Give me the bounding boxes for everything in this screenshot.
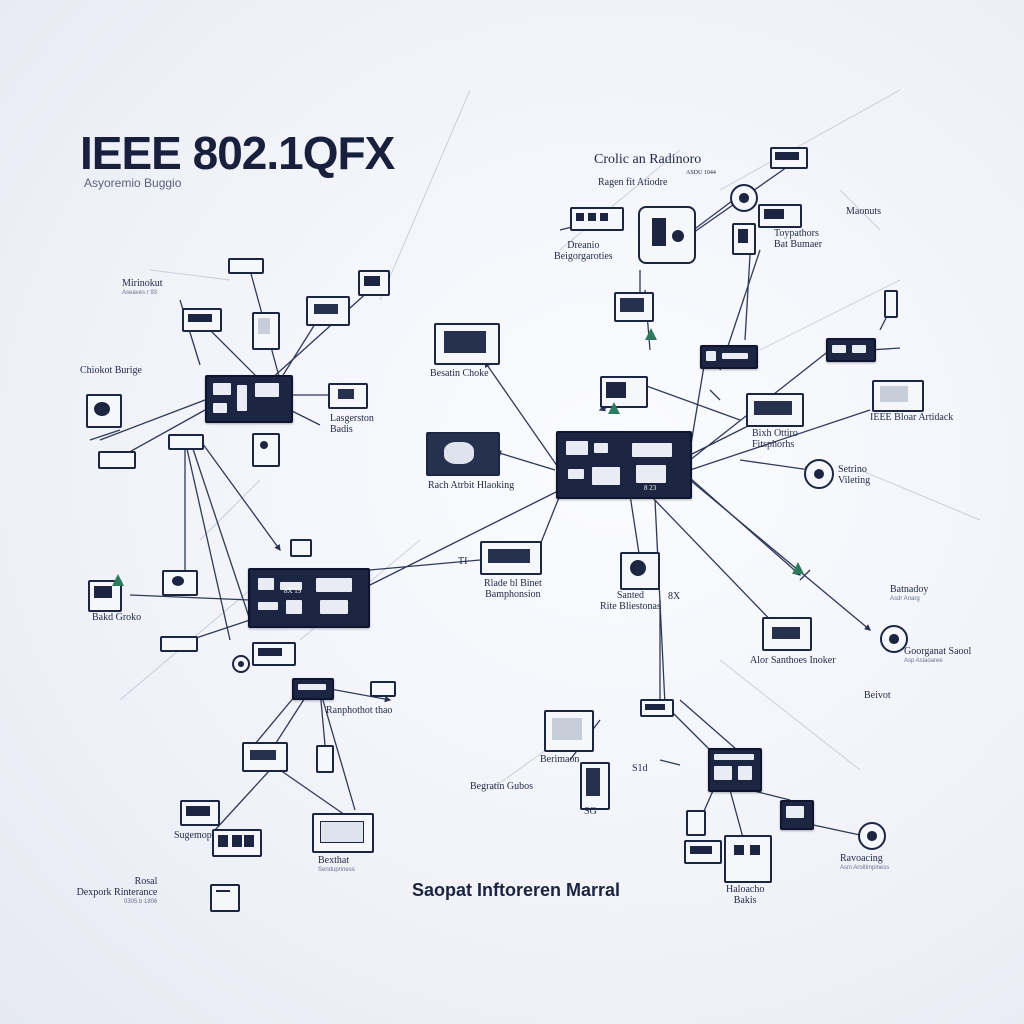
- switch-right-top[interactable]: [700, 345, 758, 369]
- router-berimaon[interactable]: [640, 699, 674, 717]
- phone-sugemop[interactable]: [580, 762, 610, 810]
- tower-bottom-left[interactable]: [316, 745, 334, 773]
- label-bakd-icon: 8X: [668, 591, 681, 602]
- label-sg: SG: [584, 806, 597, 817]
- switch-left-number: 8X 19: [284, 587, 302, 595]
- monitor-top-left[interactable]: [358, 270, 390, 296]
- camera-goorganat[interactable]: [880, 625, 908, 653]
- switch-far-right[interactable]: [826, 338, 876, 362]
- switch-rack-bottom-right[interactable]: [708, 748, 762, 792]
- router-lasgerston[interactable]: [328, 383, 368, 409]
- camera-setrino[interactable]: [804, 459, 834, 489]
- label-chiokot: Chiokot Burige: [80, 365, 142, 376]
- keyboard-bottom-right[interactable]: [684, 840, 722, 864]
- terminal-mirinokut[interactable]: [182, 308, 222, 332]
- switch-top-left-small[interactable]: [228, 258, 264, 274]
- monitor-ranphot[interactable]: [544, 710, 594, 752]
- router-alor[interactable]: [762, 617, 812, 651]
- plant-icon: [645, 328, 657, 340]
- core-switch-center[interactable]: [556, 431, 692, 499]
- label-ieee-board: IEEE Bloar Artidack: [870, 412, 954, 423]
- monitor-besatin[interactable]: [434, 323, 500, 365]
- laptop-top-mid[interactable]: [614, 292, 654, 322]
- label-ragen: Ragen fit Atiodre: [598, 177, 668, 188]
- icon-device-left[interactable]: [252, 433, 280, 467]
- plant-icon: [112, 574, 124, 586]
- router-rlade[interactable]: [480, 541, 542, 575]
- router-bottom-left[interactable]: [242, 742, 288, 772]
- device-crolic-top[interactable]: [638, 206, 696, 264]
- label-alor: Alor Santhoes Inoker: [750, 655, 836, 666]
- monitor-ieee-board[interactable]: [872, 380, 924, 412]
- plant-icon: [792, 562, 804, 574]
- router-center-left[interactable]: [168, 434, 204, 450]
- hub-number-label: 8 23: [644, 484, 657, 492]
- label-bakd: Bakd Groko: [92, 612, 142, 623]
- switch-left-mid[interactable]: [248, 568, 370, 628]
- device-chiokot-below[interactable]: [98, 451, 136, 469]
- switch-bottom-mid[interactable]: [292, 678, 334, 700]
- tablet-haloacho[interactable]: [724, 835, 772, 883]
- phone-far-right[interactable]: [884, 290, 898, 318]
- device-bakd[interactable]: [88, 580, 122, 612]
- label-dexpork: Rosal Dexpork Rinterance 0305 b 1806: [76, 876, 158, 905]
- camera-ravoacing[interactable]: [858, 822, 886, 850]
- display-rach[interactable]: [426, 432, 500, 476]
- label-beivot: Beivot: [864, 690, 891, 701]
- panel-toypath-left[interactable]: [732, 223, 756, 255]
- switch-top-left[interactable]: [205, 375, 293, 423]
- modem-bottom-left[interactable]: [370, 681, 396, 697]
- label-rach: Rach Atrbit Hlaoking: [428, 480, 515, 491]
- keyboard-left[interactable]: [160, 636, 198, 652]
- router-left-lower[interactable]: [252, 642, 296, 666]
- label-besatin: Besatin Choke: [430, 368, 489, 379]
- switch-right-small[interactable]: [780, 800, 814, 830]
- switch-rosal[interactable]: [212, 829, 262, 857]
- device-bakd-right[interactable]: [162, 570, 198, 596]
- label-ranphot: Ranphothot thao: [326, 705, 393, 716]
- camera-top-right[interactable]: [730, 184, 758, 212]
- label-ti: TI: [458, 556, 468, 567]
- tower-mirinokut[interactable]: [252, 312, 280, 350]
- device-santed[interactable]: [620, 552, 660, 590]
- label-begratin: Begratin Gubos: [470, 781, 534, 792]
- label-crolic: Crolic an Radinoro: [594, 152, 702, 167]
- frame-dexpork[interactable]: [210, 884, 240, 912]
- terminal-top-right[interactable]: [770, 147, 808, 169]
- monitor-bexthat[interactable]: [312, 813, 374, 853]
- screen-bixh[interactable]: [746, 393, 804, 427]
- label-crolic-sub: ASDU 1044: [686, 170, 716, 176]
- device-sid[interactable]: [290, 539, 312, 557]
- label-berimaon: Berimaon: [540, 754, 580, 765]
- display-toypath[interactable]: [758, 204, 802, 228]
- diagram-caption: Saopat Inftoreren Marral: [412, 880, 621, 900]
- label-maonuts: Maonuts: [846, 206, 881, 217]
- switch-drean[interactable]: [570, 207, 624, 231]
- camera-left-lower[interactable]: [232, 655, 250, 673]
- router-top-left-mid[interactable]: [306, 296, 350, 326]
- plant-icon: [608, 402, 620, 414]
- device-bottom-right-small[interactable]: [686, 810, 706, 836]
- page-subtitle: Asyoremio Buggio: [84, 176, 182, 190]
- label-sugemop: Sugemop: [174, 830, 212, 841]
- page-title: IEEE 802.1QFX: [80, 127, 395, 179]
- panel-sugemop-left[interactable]: [180, 800, 220, 826]
- label-sid: S1d: [632, 763, 648, 774]
- router-chiokot[interactable]: [86, 394, 122, 428]
